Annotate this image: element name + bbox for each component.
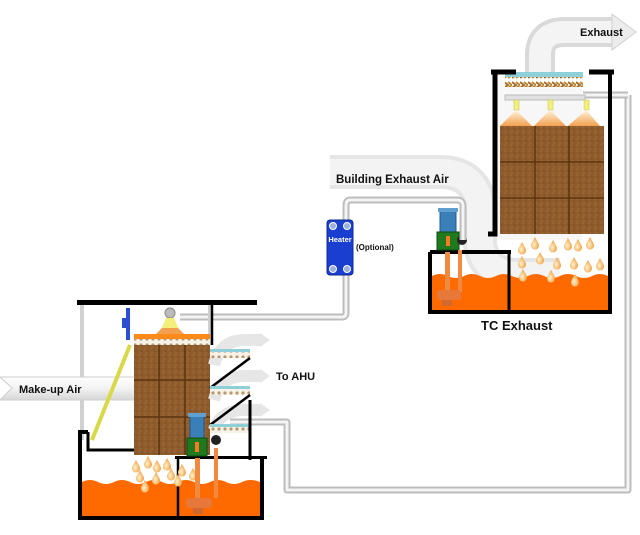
makeup-air-label: Make-up Air: [19, 384, 82, 396]
building-exhaust-air-flow: [330, 155, 560, 292]
tc-sump-liquid: [432, 274, 608, 310]
optional-label: (Optional): [356, 243, 394, 252]
makeup-media-pad: [134, 345, 210, 455]
tc-media-pad: [500, 126, 604, 234]
damper-linkage: [90, 344, 132, 441]
tc-exhaust-label: TC Exhaust: [481, 318, 553, 333]
return-pipe: [230, 91, 632, 494]
spray-nozzles: [500, 99, 600, 126]
building-exhaust-air-label: Building Exhaust Air: [336, 174, 449, 186]
tc-exhaust-unit: TC Exhaust: [428, 69, 614, 333]
makeup-air-unit: Make-up Air: [0, 300, 315, 520]
to-ahu-label: To AHU: [276, 371, 315, 383]
heater: Heater: [326, 219, 354, 276]
heater-label: Heater: [328, 235, 351, 244]
pump-left: [186, 413, 221, 514]
makeup-sump-liquid: [82, 480, 260, 516]
makeup-air-arrow: Make-up Air: [0, 376, 136, 401]
pump-right: [436, 208, 467, 306]
heater-pipe: [180, 196, 467, 321]
mist-eliminator: [505, 72, 583, 77]
exhaust-arrow: Exhaust: [525, 13, 637, 80]
to-ahu-arrows: To AHU: [208, 333, 315, 460]
exhaust-label: Exhaust: [580, 27, 623, 39]
